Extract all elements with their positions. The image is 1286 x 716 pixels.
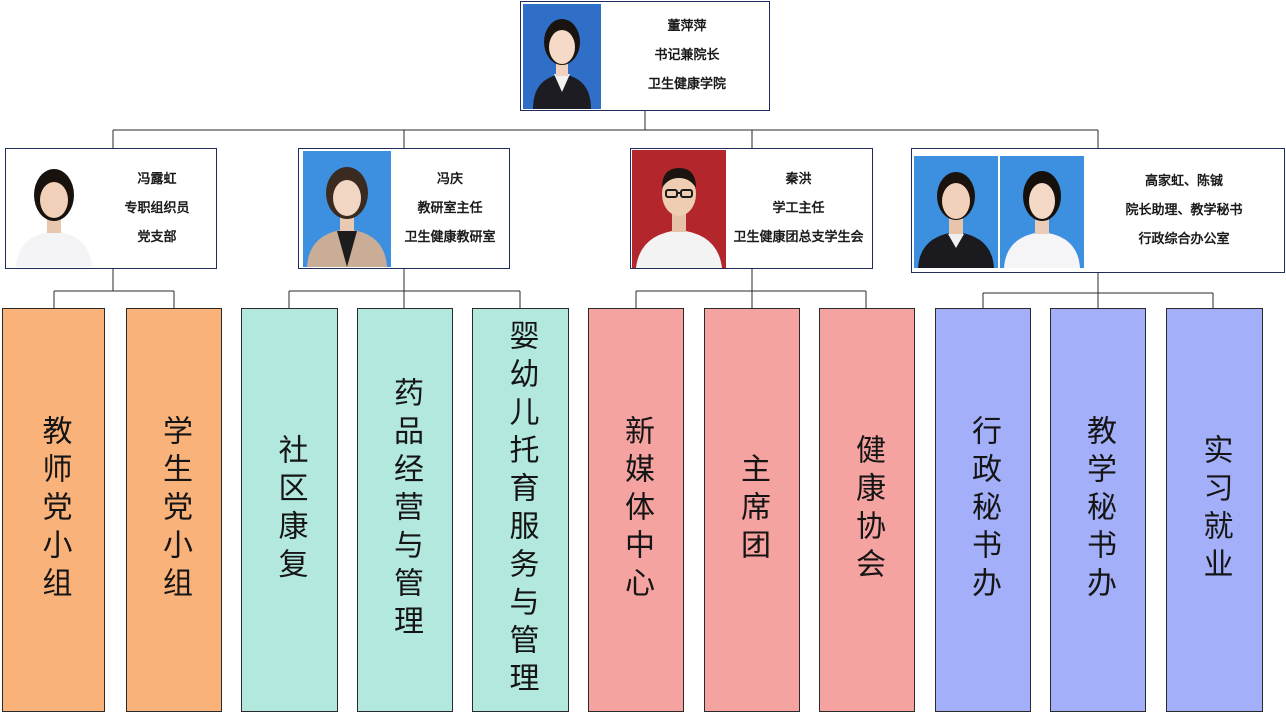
unit-box-8: 健康协会	[819, 308, 915, 712]
leader-dept: 行政综合办公室	[1138, 231, 1230, 247]
leader-name: 冯露虹	[137, 171, 177, 187]
unit-label: 主席团	[735, 453, 770, 567]
connector-branch-1	[53, 269, 175, 308]
portrait-photo-2	[1000, 156, 1084, 268]
unit-label: 实习就业	[1197, 434, 1233, 586]
person-portrait-icon	[523, 4, 601, 109]
connector-branch-3	[635, 269, 867, 308]
leader-title: 学工主任	[772, 200, 825, 216]
unit-label: 行政秘书办	[966, 415, 1001, 605]
person-portrait-icon	[914, 156, 998, 268]
portrait-photo	[523, 4, 601, 109]
connector-branch-2	[288, 269, 521, 308]
leader-title: 专职组织员	[124, 200, 190, 216]
person-portrait-icon	[10, 153, 98, 267]
unit-box-2: 学生党小组	[126, 308, 222, 712]
unit-box-10: 教学秘书办	[1050, 308, 1146, 712]
leader-title: 教研室主任	[417, 200, 483, 216]
unit-box-6: 新媒体中心	[588, 308, 684, 712]
root-info: 董萍萍 书记兼院长 卫生健康学院	[607, 2, 767, 110]
unit-label: 新媒体中心	[619, 415, 654, 605]
portrait-photo	[10, 153, 98, 267]
unit-box-3: 社区康复	[241, 308, 338, 712]
unit-box-11: 实习就业	[1166, 308, 1263, 712]
unit-box-9: 行政秘书办	[935, 308, 1031, 712]
person-portrait-icon	[632, 150, 726, 268]
leader-info-4: 高家虹、陈铖 院长助理、教学秘书 行政综合办公室	[1086, 149, 1282, 272]
leader-name: 冯庆	[436, 171, 463, 187]
leader-info-2: 冯庆 教研室主任 卫生健康教研室	[393, 149, 507, 268]
root-dept: 卫生健康学院	[647, 77, 726, 92]
unit-label: 婴幼儿托育服务与管理	[503, 320, 539, 700]
unit-box-4: 药品经营与管理	[357, 308, 453, 712]
person-portrait-icon	[1000, 156, 1084, 268]
unit-label: 健康协会	[850, 434, 885, 586]
leader-info-3: 秦洪 学工主任 卫生健康团总支学生会	[726, 149, 871, 268]
unit-label: 社区康复	[272, 434, 308, 586]
leader-name: 秦洪	[785, 171, 812, 187]
unit-label: 学生党小组	[157, 415, 192, 605]
root-title: 书记兼院长	[654, 48, 720, 63]
portrait-photo	[632, 150, 726, 268]
leader-card-1: 冯露虹 专职组织员 党支部	[5, 148, 217, 269]
leader-info-1: 冯露虹 专职组织员 党支部	[102, 149, 212, 268]
leader-title: 院长助理、教学秘书	[1125, 202, 1243, 218]
unit-label: 教学秘书办	[1081, 415, 1116, 605]
leader-dept: 卫生健康团总支学生会	[733, 229, 864, 245]
leader-card-2: 冯庆 教研室主任 卫生健康教研室	[298, 148, 510, 269]
unit-box-1: 教师党小组	[2, 308, 105, 712]
person-portrait-icon	[303, 151, 391, 267]
unit-label: 教师党小组	[36, 415, 72, 605]
portrait-photo	[303, 151, 391, 267]
unit-box-5: 婴幼儿托育服务与管理	[472, 308, 569, 712]
unit-label: 药品经营与管理	[388, 377, 423, 643]
portrait-photo-1	[914, 156, 998, 268]
leader-card-3: 秦洪 学工主任 卫生健康团总支学生会	[630, 148, 873, 269]
root-card: 董萍萍 书记兼院长 卫生健康学院	[520, 1, 770, 111]
root-name: 董萍萍	[667, 19, 707, 34]
leader-dept: 卫生健康教研室	[404, 229, 496, 245]
connector-branch-4	[982, 273, 1214, 308]
unit-box-7: 主席团	[704, 308, 800, 712]
leader-card-4: 高家虹、陈铖 院长助理、教学秘书 行政综合办公室	[911, 148, 1285, 273]
leader-dept: 党支部	[137, 229, 177, 245]
leader-name: 高家虹、陈铖	[1144, 173, 1223, 189]
